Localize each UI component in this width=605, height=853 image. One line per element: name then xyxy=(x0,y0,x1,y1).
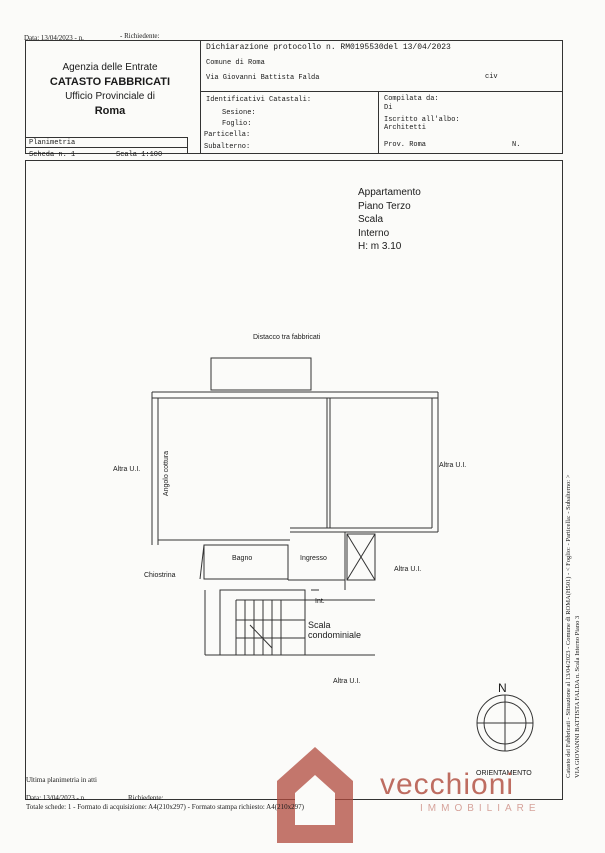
altra-ui-mid-label: Altra U.I. xyxy=(394,566,422,573)
foglio-label: Foglio: xyxy=(222,120,252,128)
int-label: Int. xyxy=(315,598,325,605)
altra-ui-right-label: Altra U.I. xyxy=(439,462,467,469)
condominiale-label: condominiale xyxy=(308,630,362,640)
distacco-label: Distacco tra fabbricati xyxy=(253,334,321,341)
identificativi-title: Identificativi Catastali: xyxy=(206,96,312,104)
side-note-2: VIA GIOVANNI BATTISTA FALDA n. Scala Int… xyxy=(574,615,581,778)
protocol-text: Dichiarazione protocollo n. RM0195530del… xyxy=(206,43,451,52)
orientamento-label: ORIENTAMENTO xyxy=(476,770,532,777)
balcony-outline xyxy=(210,357,312,391)
header-hline3 xyxy=(25,147,187,148)
angolo-cottura-label: Angolo cottura xyxy=(163,450,171,497)
header-hline xyxy=(200,91,563,92)
header-divider2 xyxy=(378,91,379,154)
top-date: Data: 13/04/2023 - n. xyxy=(24,34,84,42)
comune-text: Comune di Roma xyxy=(206,59,265,67)
agency-office: Ufficio Provinciale di xyxy=(65,91,155,102)
prov-text: Prov. Roma xyxy=(384,141,427,149)
bagno-label: Bagno xyxy=(232,555,253,562)
particella-label: Particella: xyxy=(204,131,251,139)
unit-type: Appartamento xyxy=(358,187,421,198)
iscritto-label: Iscritto all'albo: xyxy=(384,116,460,124)
header-divider3 xyxy=(187,137,188,154)
agency-city: Roma xyxy=(94,105,126,117)
via-text: Via Giovanni Battista Falda xyxy=(206,74,320,82)
footer-richiedente: Richiedente: xyxy=(128,794,164,802)
ingresso-label: Ingresso xyxy=(300,555,327,562)
unit-height: H: m 3.10 xyxy=(358,241,402,252)
scala-cond-label: Scala xyxy=(308,620,331,630)
watermark-brand: vecchioni xyxy=(380,768,515,801)
scheda-label: Scheda n. 1 xyxy=(29,151,76,159)
civ-text: civ xyxy=(485,73,498,81)
header-frame xyxy=(25,40,563,154)
north-arrow xyxy=(476,694,534,752)
footer-date: Data: 13/04/2023 - n. xyxy=(26,794,86,802)
unit-interno: Interno xyxy=(358,227,390,239)
side-note-1: Catasto dei Fabbricati - Situazione al 1… xyxy=(565,474,572,778)
footer-ultima: Ultima planimetria in atti xyxy=(26,776,97,784)
altra-ui-bottom-label: Altra U.I. xyxy=(333,678,361,685)
scala-label: Scala 1:100 xyxy=(116,151,163,159)
planimetria-label: Planimetria xyxy=(29,139,76,147)
header-hline2 xyxy=(25,137,187,138)
north-letter: N xyxy=(498,681,507,695)
agency-catasto: CATASTO FABBRICATI xyxy=(49,76,171,88)
n-text: N. xyxy=(512,141,521,149)
house-logo xyxy=(277,747,353,843)
compilata-di: Di xyxy=(384,104,393,112)
unit-scala: Scala xyxy=(358,214,384,225)
chiostrina-label: Chiostrina xyxy=(144,572,176,579)
subalterno-label: Subalterno: xyxy=(204,143,251,151)
architetti-text: Architetti xyxy=(384,124,427,132)
sezione-label: Sesione: xyxy=(222,109,256,117)
agency-name: Agenzia delle Entrate xyxy=(62,62,158,73)
altra-ui-left-label: Altra U.I. xyxy=(113,466,141,473)
unit-info: Appartamento Piano Terzo Scala Interno H… xyxy=(358,186,421,254)
compilata-label: Compilata da: xyxy=(384,95,439,103)
watermark-sub: IMMOBILIARE xyxy=(420,803,541,814)
top-requester: - Richiedente: xyxy=(120,32,160,40)
header-divider xyxy=(200,40,201,154)
footer-totale: Totale schede: 1 - Formato di acquisizio… xyxy=(26,803,304,811)
unit-floor: Piano Terzo xyxy=(358,200,411,212)
